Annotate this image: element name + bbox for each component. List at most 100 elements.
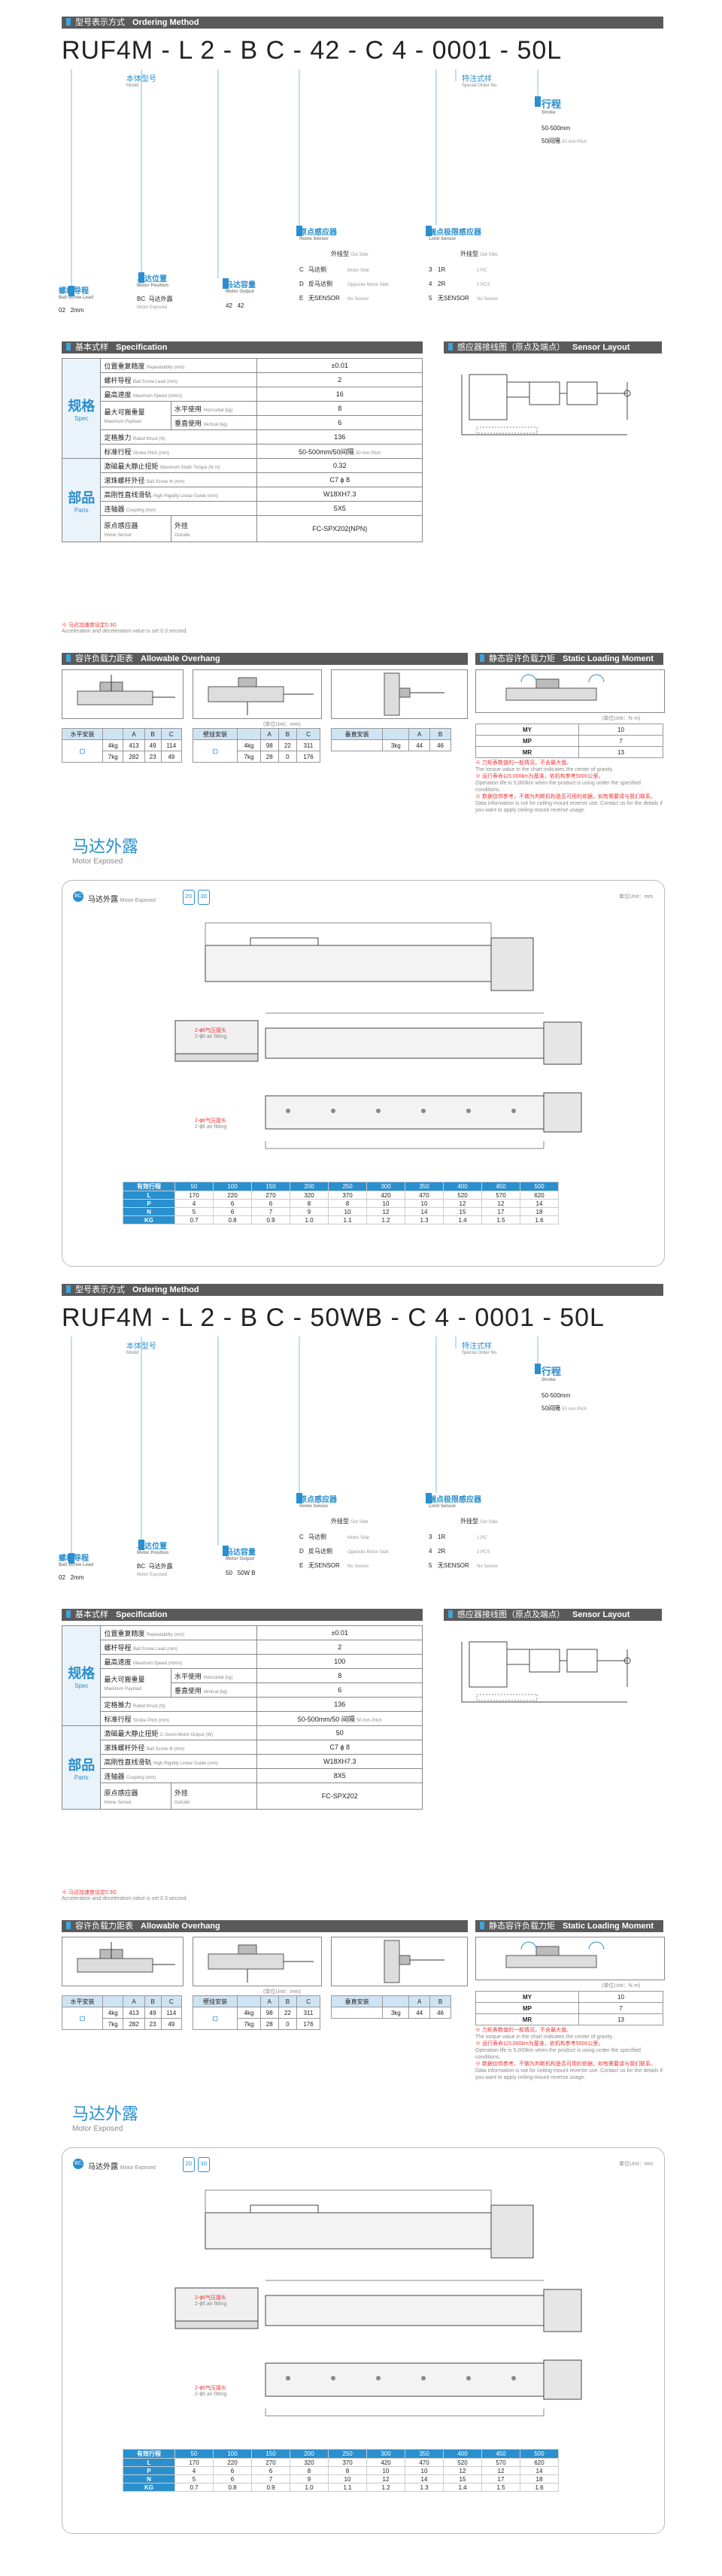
overhang-unit: (单位Unit：mm) [263,722,301,727]
static-notes: ※ 力矩表数值的一般情况，不含最大值。The torque value in t… [475,2028,663,2080]
spec-row: 最高速度 Maximum Speed (mm/s)100 [62,1654,423,1669]
spec-row: 标准行程 Stroke Pitch (mm)50-500mm/50间隔 50 m… [62,444,423,459]
spec-row: 定格推力 Rated thrust (N)136 [62,1697,423,1712]
dimension-drawing [174,922,582,1149]
motor-exposed-panel: BC 马达外露 Motor Exposed 2D 3D 单位Unit：mm 2-… [62,2147,665,2534]
motor-icon: BC [73,891,83,902]
limit-sensor-head: 外挂型 Out Side [460,250,498,257]
sensor-layout-header: 感应器接线图（原点及端点）Sensor Layout [444,341,662,353]
home-sensor-head: 外挂型 Out Side [331,250,369,257]
static-notes: ※ 力矩表数值的一般情况，不含最大值。The torque value in t… [475,760,663,813]
panel-unit: 单位Unit：mm [619,2162,654,2167]
sensor-wiring-diagram [461,1641,631,1703]
panel-title: 马达外露 Motor Exposed [88,896,156,904]
spec-row: 螺杆导程 Ball Screw Lead (mm)2 [62,1640,423,1655]
lead-option: 02 2mm [59,307,84,314]
parts-row: 连轴器 Coupling (mm)8X5 [62,1768,423,1783]
motor-exposed-panel: BC 马达外露 Motor Exposed 2D 3D 单位Unit：mm 2-… [62,880,665,1267]
parts-row: 滚珠螺杆外径 Ball Screw Φ (mm)C7 ɸ 8 [62,472,423,487]
overhang-unit: (单位Unit：mm) [263,1989,301,1995]
static-unit: (单位Unit：N·m) [602,716,641,721]
3d-icon[interactable]: 3D [198,890,210,905]
cad-icon[interactable]: 2D [183,890,195,905]
static-unit: (单位Unit：N·m) [602,1983,641,1989]
home-sensor-head: 外挂型 Out Side [331,1518,369,1525]
overhang-vertical-figure [331,669,468,719]
ordering-connector-lines [68,69,541,296]
ordering-connector-lines [68,1337,541,1564]
dimension-drawing [174,2189,582,2417]
overhang-wall-figure [193,1937,322,1986]
static-moment-figure [475,669,665,713]
cad-icon[interactable]: 2D [183,2157,195,2172]
motor-output-option: 50 50W B [226,1570,256,1576]
stroke-option-2: 50间隔 50 mm Pitch [542,138,587,144]
model-code: RUF4M - L 2 - B C - 50WB - C 4 - 0001 - … [62,1303,605,1332]
spec-row: 最高速度 Maximum Speed (mm/s)16 [62,387,423,402]
3d-icon[interactable]: 3D [198,2157,210,2172]
sensor-layout-header: 感应器接线图（原点及端点）Sensor Layout [444,1609,662,1621]
overhang-vertical-figure [331,1937,468,1986]
sensor-wiring-diagram [461,374,631,435]
stroke-option-1: 50-500mm [542,125,571,132]
parts-row: 高刚性直线滑轨 High-Rigidity Linear Guide (mm)W… [62,487,423,502]
parts-row: 连轴器 Coupling (mm)5X5 [62,501,423,516]
